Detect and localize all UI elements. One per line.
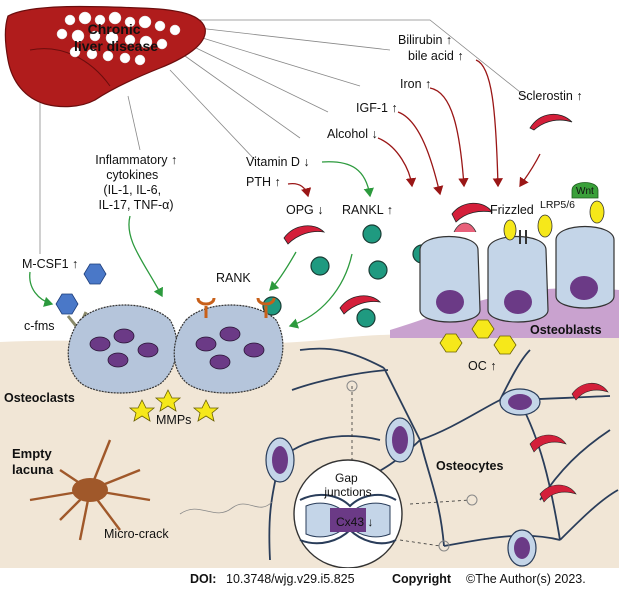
sclerostin-label: Sclerostin ↑ — [518, 89, 583, 103]
lrp-receptor — [589, 200, 605, 224]
empty-lacuna-body — [72, 478, 108, 502]
gap-junction-connector — [409, 499, 471, 505]
rank-label: RANK — [216, 271, 251, 285]
doi-label: DOI: — [190, 572, 217, 586]
alcohol-label: Alcohol ↓ — [327, 127, 378, 141]
osteoblast-cell — [487, 235, 549, 323]
osteoblast-cell — [555, 225, 615, 309]
microcrack-icon — [179, 501, 273, 515]
empty-lacuna-label: Empty lacuna — [12, 446, 55, 477]
gap-junction-point — [438, 540, 450, 552]
vitamin-d-label: Vitamin D ↓ — [246, 155, 310, 169]
frizzled-receptor — [519, 230, 527, 244]
osteocyte-cell — [499, 388, 541, 416]
opg-icon — [283, 225, 326, 245]
mcsf-icon — [83, 263, 107, 285]
liver-connector-lines — [39, 19, 531, 254]
opg-icon — [339, 295, 382, 315]
gap-junction-point — [346, 380, 358, 392]
liver-icon — [4, 5, 206, 108]
footer: DOI: 10.3748/wjg.v29.i5.825 Copyright ©T… — [0, 568, 619, 592]
osteoblast-cell — [419, 235, 481, 323]
mcsf-icon — [55, 293, 79, 315]
doi-value: 10.3748/wjg.v29.i5.825 — [226, 572, 355, 586]
osteoblasts-label: Osteoblasts — [530, 323, 602, 337]
sclerostin-icon — [451, 202, 493, 223]
rankl-label: RANKL ↑ — [342, 203, 393, 217]
gap-junctions-inset — [293, 459, 403, 568]
lrp-label: LRP5/6 — [540, 199, 575, 211]
lrp-receptor — [503, 219, 517, 241]
sclerostin-icon — [529, 114, 573, 131]
oc-label: OC ↑ — [468, 359, 496, 373]
diagram-canvas: Chronic liver disease Bilirubin ↑ bile a… — [0, 5, 619, 568]
copyright-label: Copyright — [392, 572, 452, 586]
pth-label: PTH ↑ — [246, 175, 281, 189]
cfms-label: c-fms — [24, 319, 55, 333]
mmp-icons — [128, 389, 220, 422]
rank-receptor — [196, 297, 216, 318]
iron-label: Iron ↑ — [400, 77, 431, 91]
osteocyte-cell — [507, 529, 537, 567]
oc-icons — [439, 319, 517, 355]
gap-junction-connector — [399, 539, 441, 547]
green-arrows — [29, 161, 374, 329]
osteocyte-cell — [385, 417, 415, 463]
bilirubin-label: Bilirubin ↑ — [398, 33, 452, 47]
opg-label: OPG ↓ — [286, 203, 324, 217]
rank-receptor — [256, 297, 276, 318]
osteocyte-cell — [265, 437, 295, 483]
igf1-label: IGF-1 ↑ — [356, 101, 398, 115]
gap-junctions-label: Gap junctions — [323, 471, 371, 499]
copyright-value: ©The Author(s) 2023. — [466, 572, 586, 586]
liver-label: Chronic liver disease — [74, 21, 158, 54]
osteoclasts-label: Osteoclasts — [4, 391, 75, 405]
frizzled-receptor — [453, 222, 477, 233]
bone-matrix — [0, 333, 619, 568]
microcrack-label: Micro-crack — [104, 527, 169, 541]
lrp-receptor — [537, 214, 553, 238]
osteoclast-cell — [67, 304, 178, 394]
osteoclast-cell — [173, 304, 284, 394]
sclerostin-in-bone — [529, 382, 609, 503]
wnt-label: Wnt — [576, 186, 594, 197]
bile-acid-label: bile acid ↑ — [408, 49, 464, 63]
cx43-label: Cx43 ↓ — [336, 515, 373, 529]
mmps-label: MMPs — [156, 413, 191, 427]
wnt-icon — [571, 182, 599, 199]
mcsf-label: M-CSF1 ↑ — [22, 257, 78, 271]
gap-junction-point — [466, 494, 478, 506]
osteocytes-label: Osteocytes — [436, 459, 503, 473]
cytokines-label: Inflammatory ↑ cytokines (IL-1, IL-6, IL… — [95, 153, 180, 212]
red-arrows — [287, 59, 541, 198]
frizzled-label: Frizzled — [490, 203, 534, 217]
